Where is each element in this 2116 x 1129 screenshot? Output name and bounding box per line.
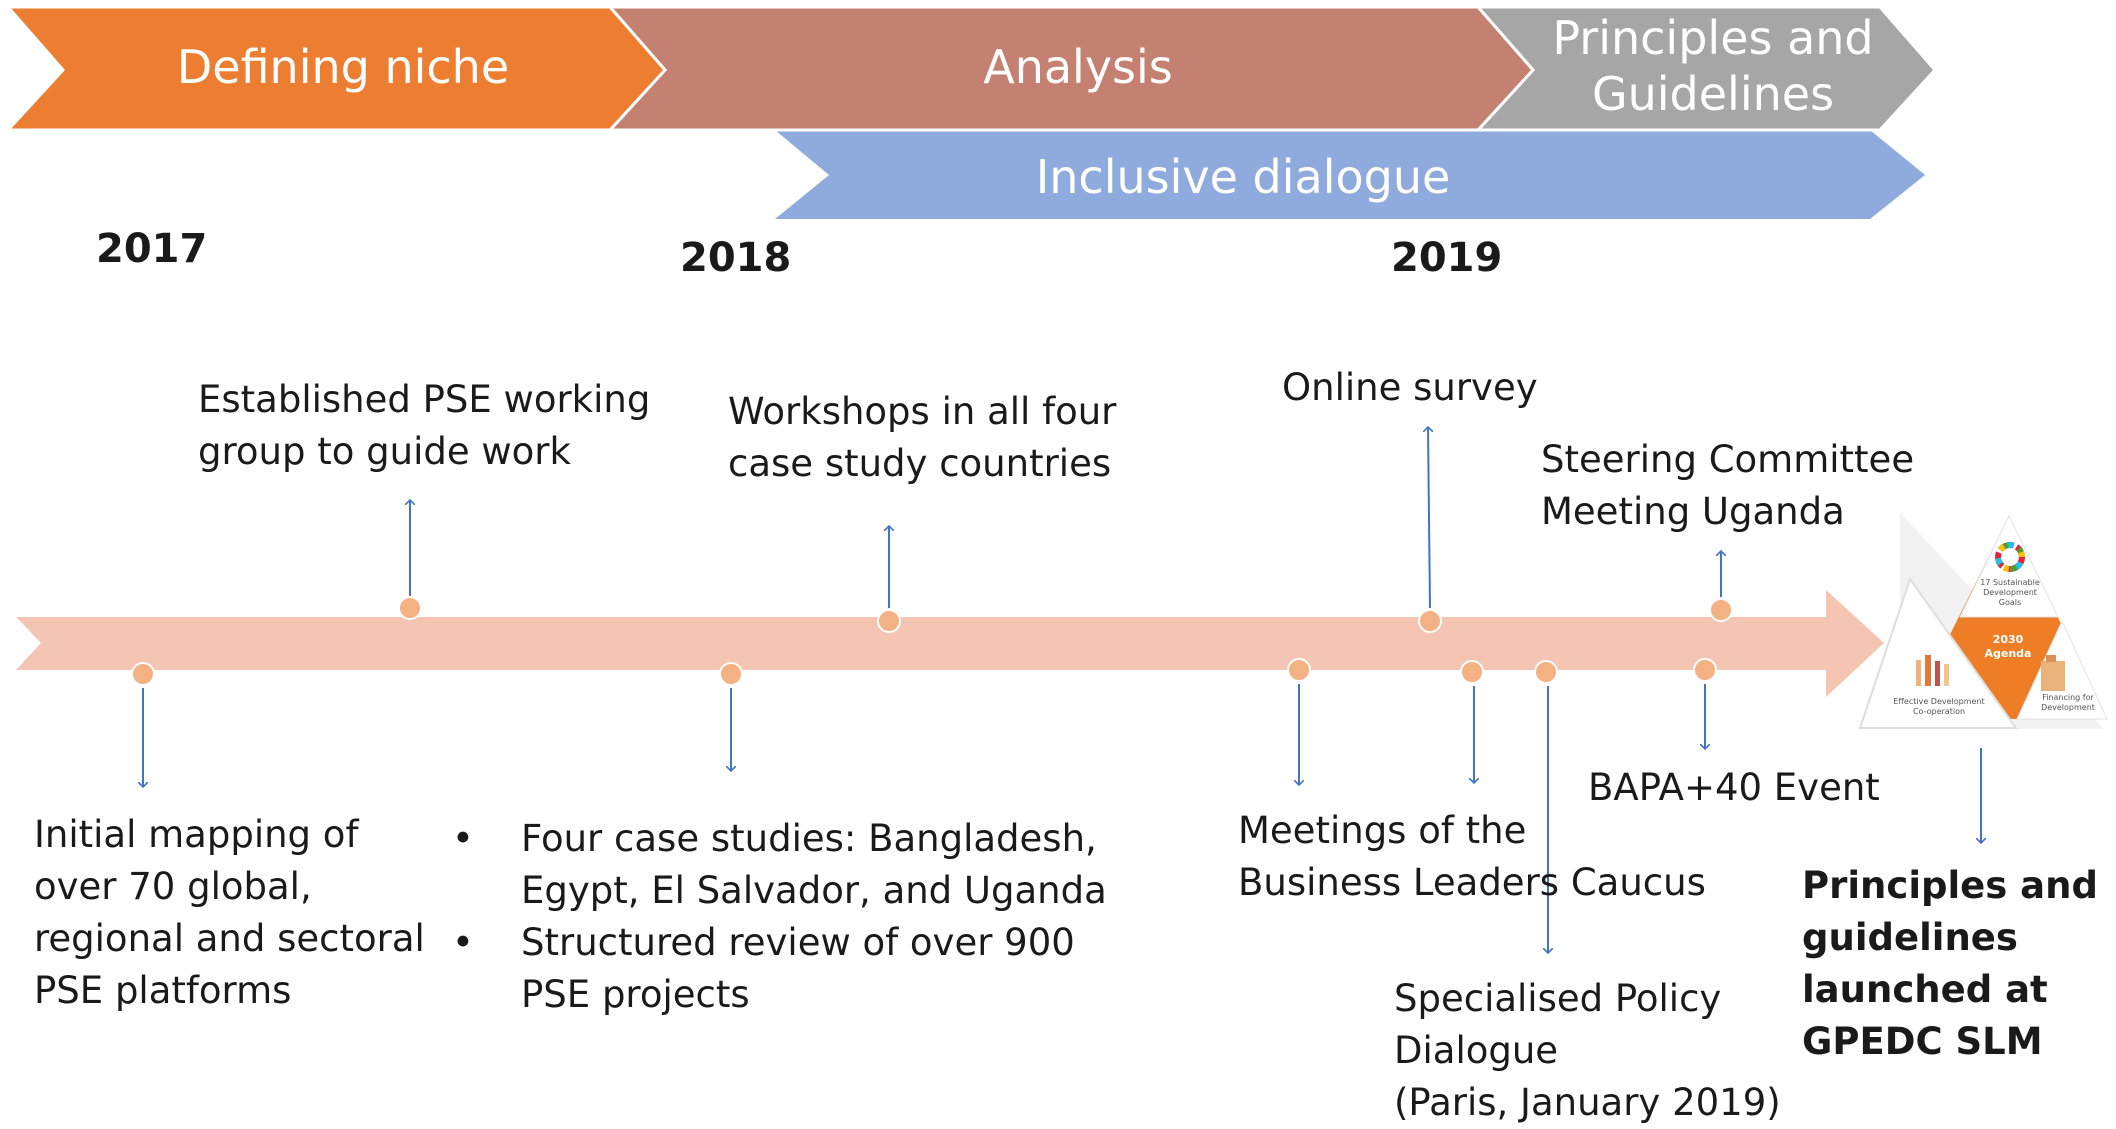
case-studies-line1: Four case studies: Bangladesh,	[521, 817, 1097, 860]
year-2018: 2018	[680, 235, 792, 281]
event-meetings: Meetings of the Business Leaders Caucus	[1238, 805, 1706, 909]
event-case-studies-list: Four case studies: Bangladesh, Egypt, El…	[452, 813, 1107, 1021]
dot-meetings-1	[1287, 658, 1311, 682]
event-launch-line2: guidelines	[1802, 916, 2018, 959]
event-online-survey: Online survey	[1282, 366, 1538, 409]
agenda-2030-graphic: 17 Sustainable Development Goals 2030 Ag…	[1858, 513, 2108, 729]
timeline-arrow	[16, 590, 1884, 697]
dot-policy-dialogue	[1534, 660, 1558, 684]
agenda-center-line1: 2030	[1993, 633, 2024, 646]
event-working-group: Established PSE working group to guide w…	[198, 374, 650, 478]
finance-icon	[2041, 655, 2065, 691]
event-working-group-line2: group to guide work	[198, 430, 571, 473]
year-2019: 2019	[1391, 235, 1503, 281]
event-mapping-line1: Initial mapping of	[34, 813, 359, 856]
agenda-left-line2: Co-operation	[1913, 707, 1965, 716]
dot-bapa	[1693, 658, 1717, 682]
event-mapping-line3: regional and sectoral	[34, 917, 425, 960]
event-launch-line1: Principles and	[1802, 864, 2098, 907]
event-launch-line4: GPEDC SLM	[1802, 1020, 2043, 1063]
phase-defining-niche-chevron	[4, 5, 668, 132]
people-icon	[1916, 655, 1949, 686]
dot-online-survey	[1418, 609, 1442, 633]
phase-principles-label-line2: Guidelines	[1592, 67, 1834, 121]
phase-inclusive-dialogue-label: Inclusive dialogue	[1036, 150, 1451, 204]
dot-case-studies	[719, 662, 743, 686]
review-line1: Structured review of over 900	[521, 921, 1075, 964]
event-steering-line2: Meeting Uganda	[1541, 490, 1845, 533]
event-policy-dialogue-line3: (Paris, January 2019)	[1394, 1081, 1781, 1124]
agenda-right-line2: Development	[2041, 703, 2095, 712]
phase-analysis-label: Analysis	[983, 40, 1173, 94]
event-working-group-line1: Established PSE working	[198, 378, 651, 421]
event-steering-line1: Steering Committee	[1541, 438, 1915, 481]
dot-steering	[1709, 598, 1733, 622]
dot-workshops	[877, 609, 901, 633]
agenda-center-line2: Agenda	[1985, 647, 2032, 660]
bullet-case-studies: Four case studies: Bangladesh, Egypt, El…	[452, 813, 1107, 917]
event-policy-dialogue: Specialised Policy Dialogue (Paris, Janu…	[1394, 973, 1781, 1129]
phase-inclusive-dialogue-chevron	[775, 130, 1925, 219]
event-meetings-line1: Meetings of the	[1238, 809, 1527, 852]
agenda-top-line3: Goals	[1999, 598, 2021, 607]
event-policy-dialogue-line2: Dialogue	[1394, 1029, 1559, 1072]
event-mapping-line2: over 70 global,	[34, 865, 312, 908]
phase-defining-niche-label: Defining niche	[177, 40, 509, 94]
event-workshops: Workshops in all four case study countri…	[728, 386, 1116, 490]
event-workshops-line2: case study countries	[728, 442, 1112, 485]
event-workshops-line1: Workshops in all four	[728, 390, 1117, 433]
event-bapa: BAPA+40 Event	[1588, 766, 1880, 809]
agenda-right-line1: Financing for	[2042, 693, 2094, 702]
event-launch-line3: launched at	[1802, 968, 2048, 1011]
agenda-left-line1: Effective Development	[1893, 697, 1984, 706]
case-studies-line2: Egypt, El Salvador, and Uganda	[521, 869, 1107, 912]
dot-working-group	[398, 596, 422, 620]
arrow-online-survey	[1428, 427, 1430, 609]
phase-principles-label-line1: Principles and	[1552, 11, 1873, 65]
event-meetings-line2: Business Leaders Caucus	[1238, 861, 1706, 904]
agenda-top-line1: 17 Sustainable	[1980, 578, 2040, 587]
agenda-top-line2: Development	[1983, 588, 2037, 597]
bullet-review: Structured review of over 900 PSE projec…	[452, 917, 1107, 1021]
sdg-wheel-icon	[1995, 542, 2025, 572]
dot-meetings-2	[1460, 660, 1484, 684]
review-line2: PSE projects	[521, 973, 750, 1016]
event-launch: Principles and guidelines launched at GP…	[1802, 860, 2098, 1068]
event-steering: Steering Committee Meeting Uganda	[1541, 434, 1914, 538]
year-2017: 2017	[96, 226, 208, 272]
event-mapping-line4: PSE platforms	[34, 969, 292, 1012]
dot-mapping	[131, 662, 155, 686]
event-policy-dialogue-line1: Specialised Policy	[1394, 977, 1722, 1020]
event-mapping: Initial mapping of over 70 global, regio…	[34, 809, 425, 1017]
